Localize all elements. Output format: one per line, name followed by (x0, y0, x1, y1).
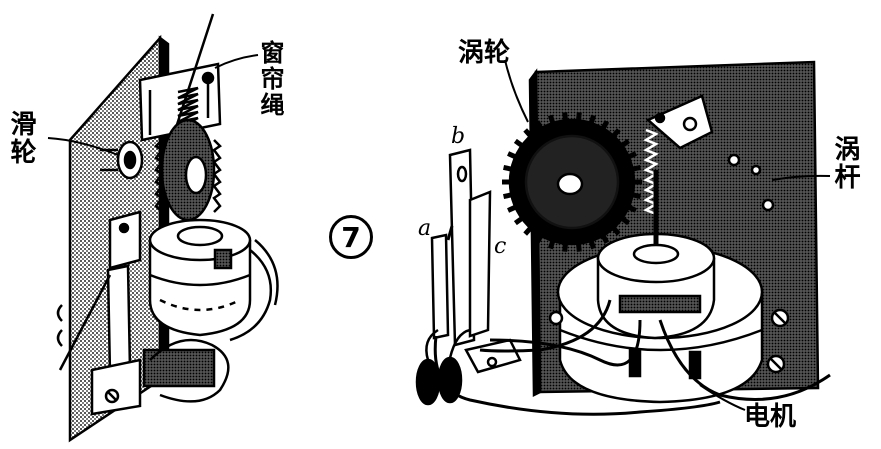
right-leader-lines (504, 59, 831, 411)
contact-strip-c (468, 190, 492, 338)
gear-tooth (608, 223, 621, 236)
left-terminal-block (90, 338, 230, 416)
figure-number-badge: 7 (329, 215, 373, 259)
gear-tooth (617, 138, 631, 150)
left-curtain-rope (170, 13, 215, 141)
label-worm-screw: 涡杆 (830, 135, 860, 191)
left-gear (154, 118, 222, 222)
right-motor (548, 170, 790, 404)
figure-number: 7 (341, 220, 361, 254)
contact-strip-b (448, 148, 476, 347)
gear-tooth (617, 214, 631, 226)
label-motor: 电机 (744, 402, 797, 432)
right-worm-screw (643, 128, 659, 216)
gear-tooth (587, 114, 597, 128)
gear-tooth (562, 239, 569, 252)
gear-tooth (513, 138, 527, 150)
label-contact-c: c (494, 234, 507, 259)
label-worm-gear: 涡轮 (458, 38, 511, 68)
gear-tooth (547, 236, 557, 250)
right-top-bracket (645, 94, 714, 150)
gear-tooth (534, 230, 546, 244)
gear-tooth (562, 112, 569, 125)
gear-tooth (534, 120, 546, 134)
gear-tooth (628, 165, 641, 173)
gear-tooth (587, 236, 597, 250)
wires (433, 299, 831, 416)
label-curtain-rope: 窗帘绳 (256, 40, 284, 118)
left-motor (148, 218, 279, 342)
right-worm-gear (502, 112, 642, 252)
gear-tooth (598, 230, 610, 244)
gear-tooth (503, 191, 516, 199)
left-assembly (56, 13, 279, 443)
gear-tooth (507, 151, 521, 161)
terminal-plugs (415, 328, 522, 406)
label-pulley: 滑轮 (6, 110, 36, 166)
right-assembly (415, 60, 831, 416)
gear-tooth (608, 128, 621, 141)
left-leader-lines (47, 54, 259, 156)
label-contact-b: b (451, 124, 466, 149)
gear-tooth (623, 151, 637, 161)
gear-tooth (503, 165, 516, 173)
gear-tooth (575, 112, 582, 125)
gear-tooth (623, 203, 637, 213)
gear-tooth (507, 203, 521, 213)
gear-tooth (598, 120, 610, 134)
gear-tooth (513, 214, 527, 226)
left-pulley (100, 140, 144, 180)
gear-tooth (523, 223, 536, 236)
contact-strips (430, 148, 492, 347)
gear-tooth (575, 239, 582, 252)
gear-tooth (547, 114, 557, 128)
gear-tooth (628, 191, 641, 199)
label-contact-a: a (418, 216, 432, 241)
gear-tooth (523, 128, 536, 141)
contact-strip-a (430, 233, 450, 340)
